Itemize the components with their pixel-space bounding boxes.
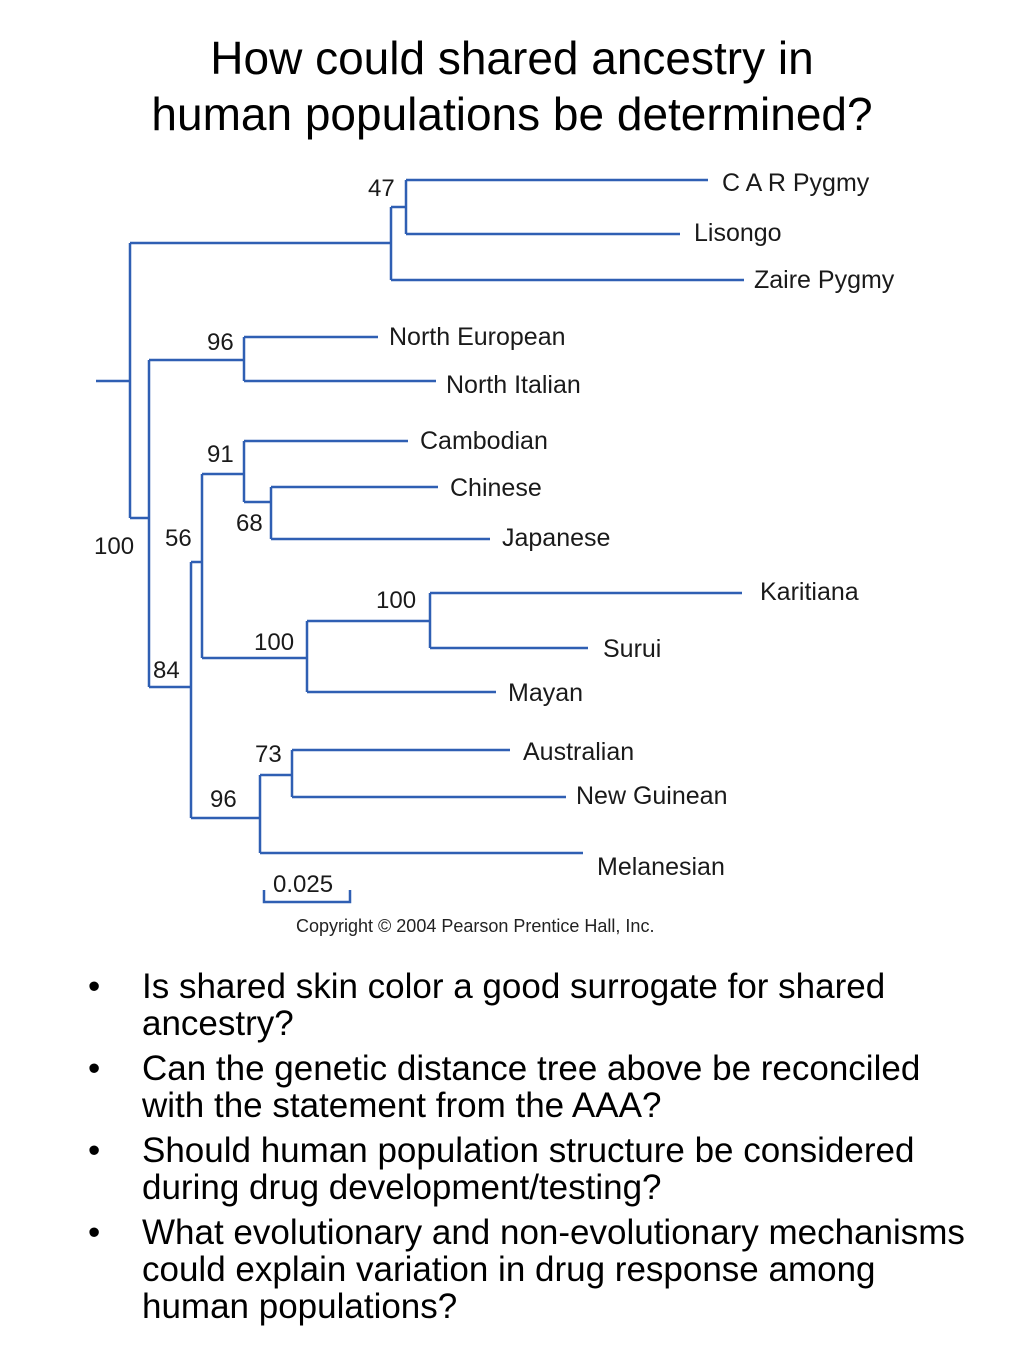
page-title: How could shared ancestry in human popul… [0, 30, 1024, 142]
question-text: Should human population structure be con… [142, 1131, 915, 1207]
question-text: Is shared skin color a good surrogate fo… [142, 967, 886, 1043]
support-value: 91 [207, 441, 234, 468]
list-item: • Is shared skin color a good surrogate … [86, 968, 986, 1042]
taxon-label: North Italian [446, 371, 581, 399]
taxon-label: New Guinean [576, 782, 727, 810]
bullet-icon: • [88, 1049, 101, 1088]
taxon-label: Mayan [508, 679, 583, 707]
support-value: 68 [236, 510, 263, 537]
scale-bar-label: 0.025 [273, 871, 333, 898]
scale-bar-line [262, 890, 352, 904]
support-value: 47 [368, 175, 395, 202]
bullet-icon: • [88, 1131, 101, 1170]
support-value: 84 [153, 657, 180, 684]
taxon-label: Japanese [502, 524, 610, 552]
taxon-label: Australian [523, 738, 634, 766]
taxon-label: North European [389, 323, 566, 351]
support-value: 96 [207, 329, 234, 356]
support-value: 73 [255, 741, 282, 768]
question-text: What evolutionary and non-evolutionary m… [142, 1213, 965, 1326]
discussion-questions: • Is shared skin color a good surrogate … [86, 968, 986, 1333]
title-line-2: human populations be determined? [151, 88, 873, 140]
support-value: 100 [376, 587, 416, 614]
support-value: 96 [210, 786, 237, 813]
taxon-label: Surui [603, 635, 661, 663]
list-item: • Should human population structure be c… [86, 1132, 986, 1206]
copyright-notice: Copyright © 2004 Pearson Prentice Hall, … [296, 916, 654, 936]
taxon-labels: C A R Pygmy Lisongo Zaire Pygmy North Eu… [389, 169, 895, 881]
taxon-label: C A R Pygmy [722, 169, 870, 197]
scale-bar: 0.025 [262, 871, 352, 904]
taxon-label: Melanesian [597, 853, 725, 881]
bullet-icon: • [88, 1213, 101, 1252]
support-value: 100 [254, 629, 294, 656]
taxon-label: Cambodian [420, 427, 548, 455]
taxon-label: Karitiana [760, 578, 859, 606]
support-value: 100 [94, 533, 134, 560]
phylogenetic-tree: C A R Pygmy Lisongo Zaire Pygmy North Eu… [94, 169, 895, 936]
title-line-1: How could shared ancestry in [210, 32, 814, 84]
taxon-label: Zaire Pygmy [754, 266, 895, 294]
question-text: Can the genetic distance tree above be r… [142, 1049, 921, 1125]
tree-branches [96, 178, 744, 855]
taxon-label: Lisongo [694, 219, 782, 247]
taxon-label: Chinese [450, 474, 542, 502]
list-item: • Can the genetic distance tree above be… [86, 1050, 986, 1124]
list-item: • What evolutionary and non-evolutionary… [86, 1214, 986, 1325]
bullet-icon: • [88, 967, 101, 1006]
support-values: 47 96 91 68 100 56 100 100 84 73 96 [94, 175, 416, 813]
support-value: 56 [165, 525, 192, 552]
